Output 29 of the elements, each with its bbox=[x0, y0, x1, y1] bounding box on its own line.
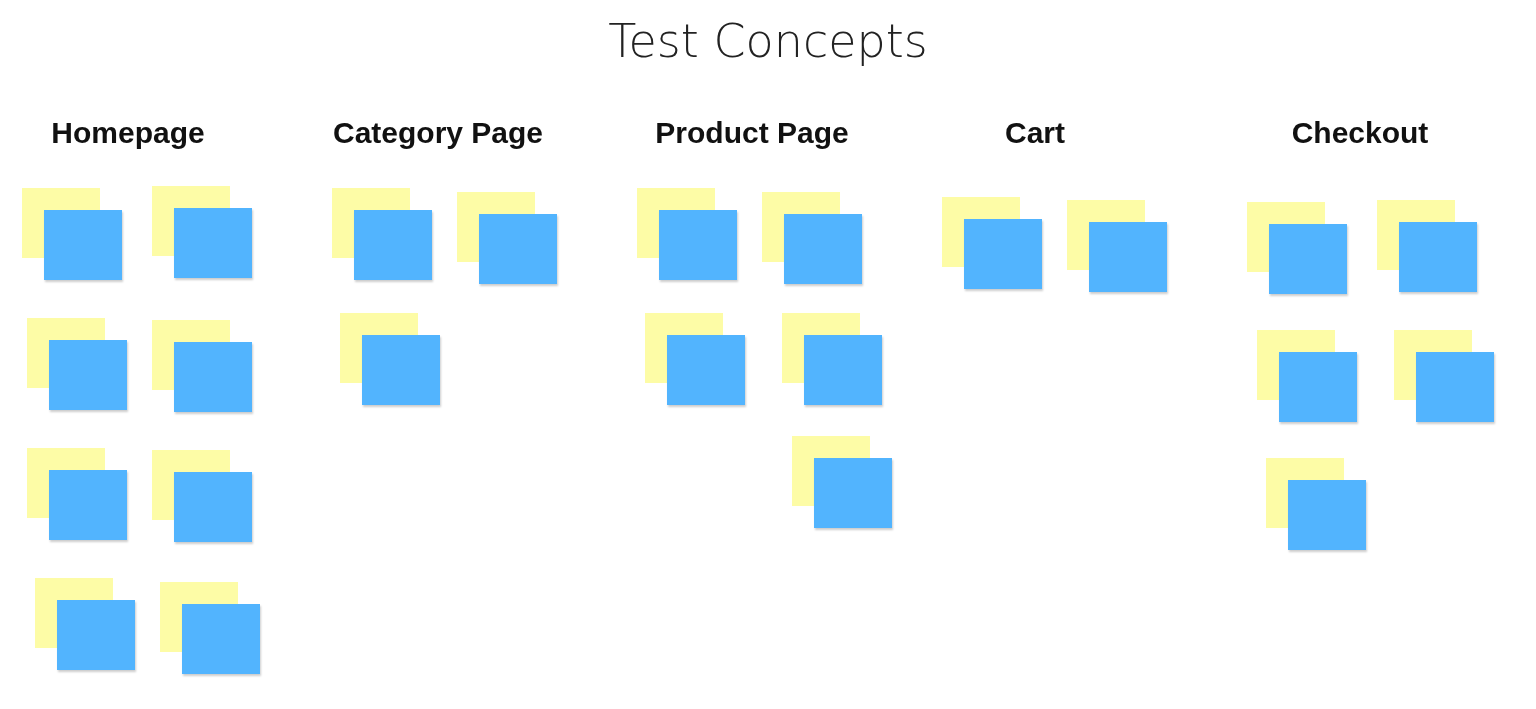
sticky-notes-drawing bbox=[22, 188, 124, 282]
sticky-notes-drawing bbox=[1067, 200, 1169, 294]
sticky-notes-drawing bbox=[457, 192, 559, 286]
sticky-notes-drawing bbox=[35, 578, 137, 672]
sticky-notes-drawing bbox=[152, 320, 254, 414]
sticky-notes-drawing bbox=[27, 448, 129, 542]
sticky-notes-drawing bbox=[152, 450, 254, 544]
sticky-notes-drawing bbox=[762, 192, 864, 286]
column-heading: Product Page bbox=[655, 116, 849, 150]
sticky-notes-drawing bbox=[1257, 330, 1359, 424]
sticky-notes-drawing bbox=[645, 313, 747, 407]
column-heading: Cart bbox=[1005, 116, 1065, 150]
sticky-notes-drawing bbox=[160, 582, 262, 676]
sticky-notes-drawing bbox=[1394, 330, 1496, 424]
sticky-notes-drawing bbox=[1377, 200, 1479, 294]
column-heading: Category Page bbox=[332, 116, 544, 150]
column-heading: Homepage bbox=[51, 116, 205, 150]
column-heading: Checkout bbox=[1291, 116, 1429, 150]
sticky-notes-drawing bbox=[637, 188, 739, 282]
sticky-notes-drawing bbox=[340, 313, 442, 407]
sticky-notes-drawing bbox=[332, 188, 434, 282]
sticky-notes-drawing bbox=[792, 436, 894, 530]
sticky-notes-drawing bbox=[782, 313, 884, 407]
diagram-title: Test Concepts bbox=[607, 14, 929, 68]
sticky-notes-drawing bbox=[27, 318, 129, 412]
sticky-notes-drawing bbox=[152, 186, 254, 280]
sticky-notes-drawing bbox=[1247, 202, 1349, 296]
sticky-notes-drawing bbox=[942, 197, 1044, 291]
sticky-notes-drawing bbox=[1266, 458, 1368, 552]
